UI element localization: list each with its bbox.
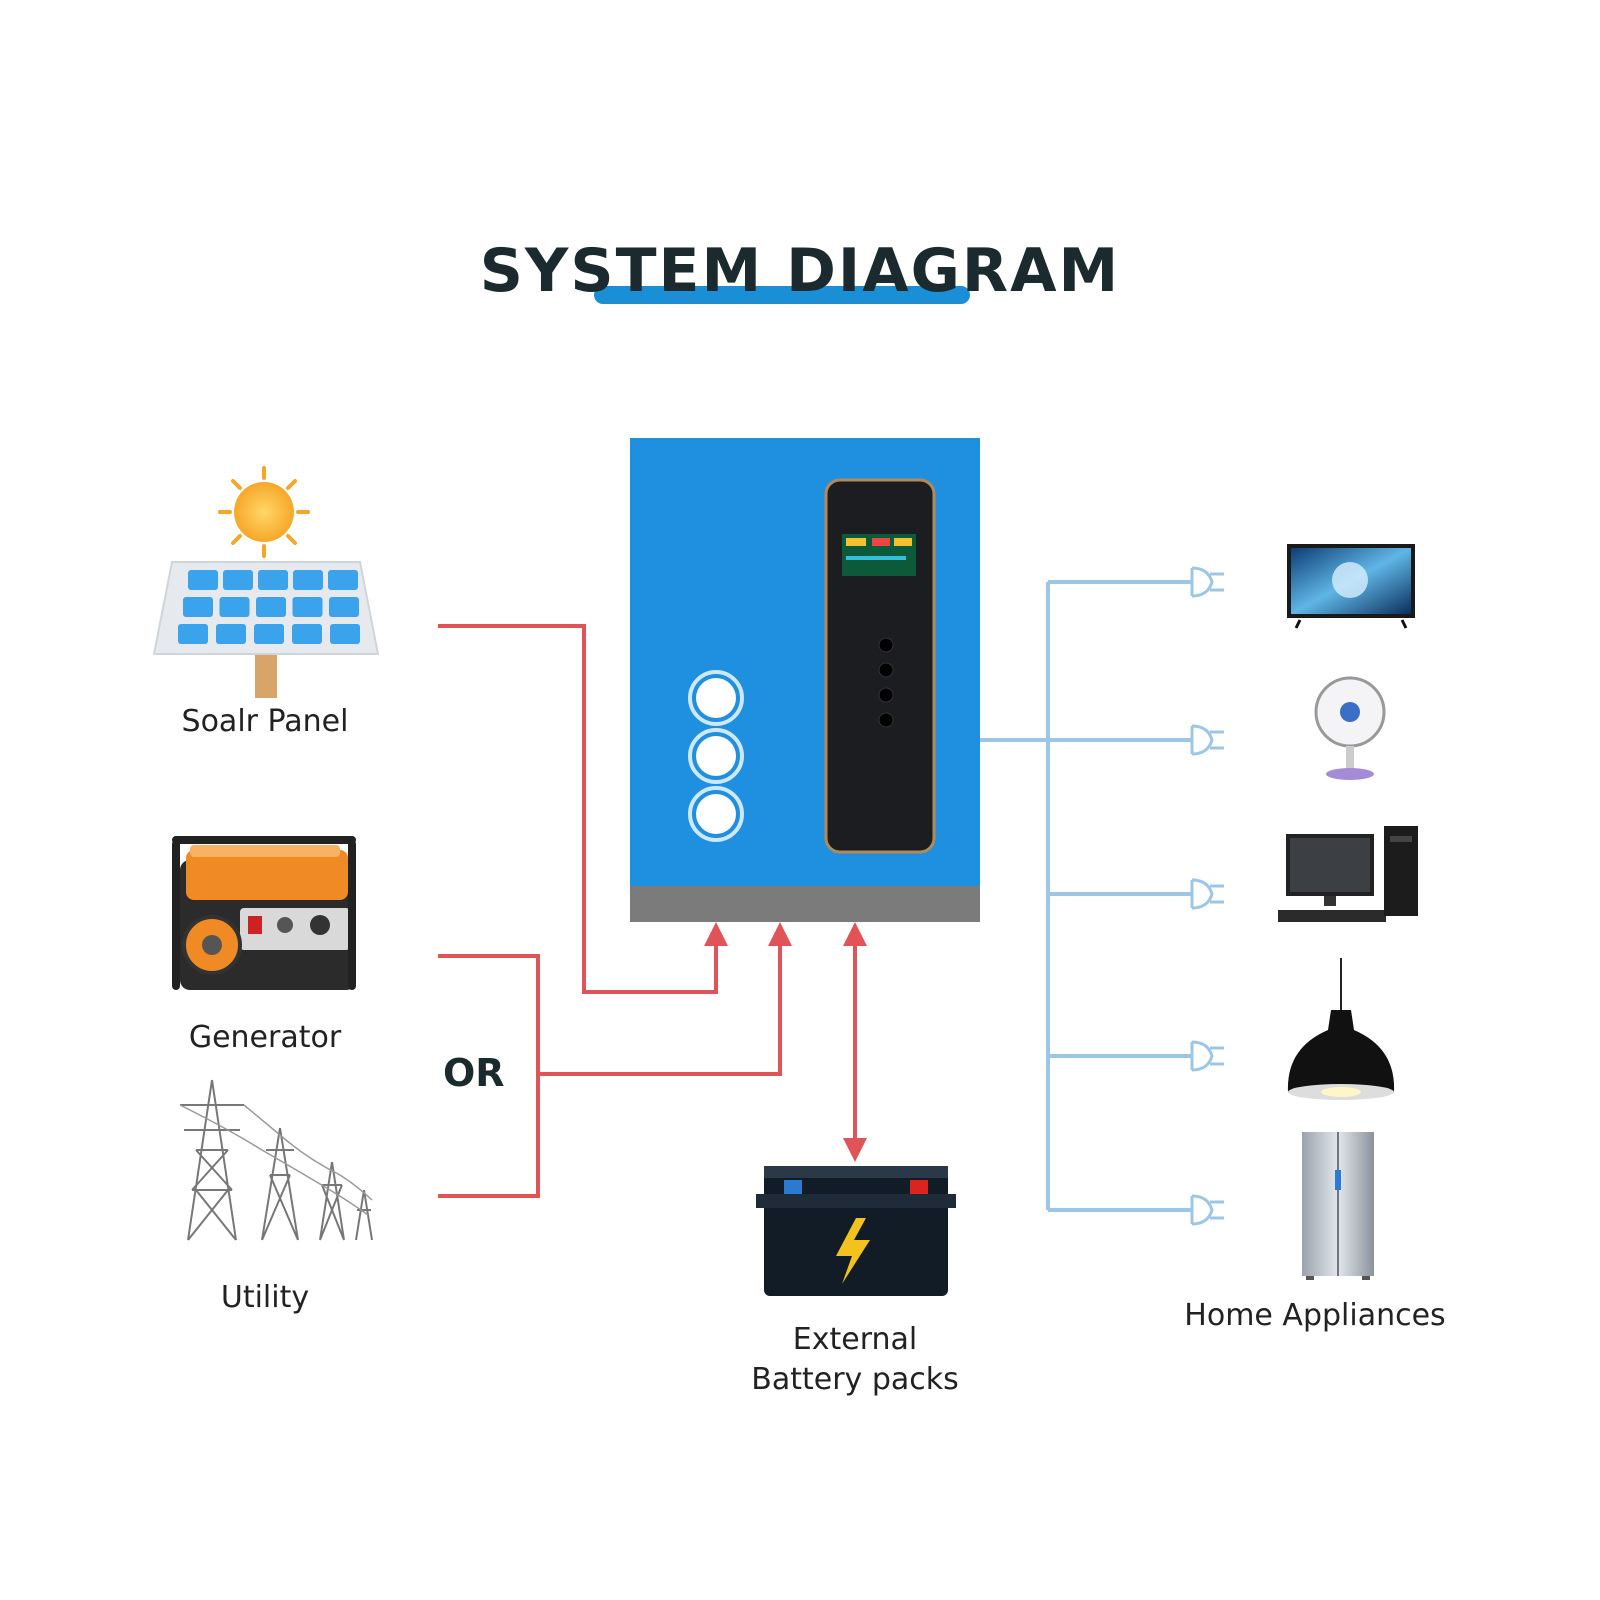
input-lines [438, 624, 867, 1198]
generator-icon [172, 836, 356, 990]
solar-cell [293, 570, 323, 590]
ac-input-line [538, 922, 792, 1076]
generator-label: Generator [188, 1020, 342, 1055]
sun-icon [218, 466, 310, 558]
battery-icon [756, 1166, 956, 1296]
plug-icon [1190, 1194, 1224, 1226]
solar-cell [292, 624, 322, 644]
solar-cell [183, 597, 213, 617]
plug-icon [1190, 878, 1224, 910]
battery-label-line1: External [792, 1322, 918, 1357]
inverter-unit [630, 438, 980, 922]
solar-cell [216, 624, 246, 644]
solar-cell [330, 624, 360, 644]
plug-icon [1190, 566, 1224, 598]
utility-pylons-icon [179, 1079, 373, 1241]
tv-icon [1287, 544, 1415, 629]
solar-panel-label: Soalr Panel [181, 704, 349, 739]
solar-cell [329, 597, 359, 617]
solar-panel-icon [152, 466, 380, 698]
page-title: SYSTEM DIAGRAM [479, 236, 1121, 306]
battery-label-line2: Battery packs [751, 1362, 959, 1397]
output-lines [980, 580, 1192, 1212]
solar-cell [328, 570, 358, 590]
refrigerator-icon [1302, 1132, 1374, 1280]
plug-icon [1190, 724, 1224, 756]
solar-cell [292, 597, 323, 617]
computer-icon [1278, 826, 1418, 922]
utility-label: Utility [220, 1280, 310, 1315]
solar-cell [256, 597, 286, 617]
plug-icon [1190, 1040, 1224, 1072]
plug-icons [1190, 566, 1224, 1226]
solar-cell [254, 624, 284, 644]
battery-label: External Battery packs [700, 1320, 1010, 1400]
solar-cell [178, 624, 208, 644]
home-appliances-label: Home Appliances [1184, 1298, 1446, 1333]
solar-cell [188, 570, 218, 590]
or-label: OR [443, 1051, 505, 1095]
pendant-lamp-icon [1287, 958, 1395, 1100]
title-underline [594, 286, 970, 304]
solar-cell [258, 570, 288, 590]
fan-icon [1314, 676, 1386, 780]
solar-cell [219, 597, 250, 617]
solar-input-line [438, 624, 728, 994]
solar-cell [223, 570, 253, 590]
